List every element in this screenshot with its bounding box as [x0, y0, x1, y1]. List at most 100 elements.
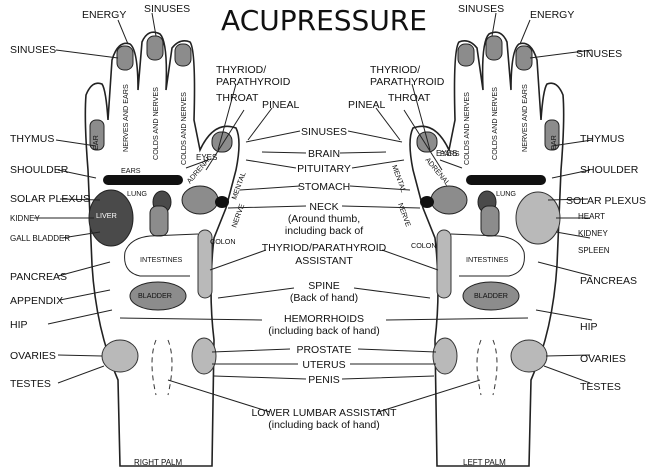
- right-sinus-zone-1: [116, 45, 134, 71]
- left-adrenal-zone: [430, 185, 468, 215]
- l-label-hip: HIP: [580, 321, 598, 333]
- label-sinuses-center: SINUSES: [301, 126, 347, 138]
- r-label-ovaries: OVARIES: [10, 350, 56, 362]
- right-ear-label: EAR: [91, 135, 100, 150]
- left-ear-label: EAR: [549, 135, 558, 150]
- label-stomach: STOMACH: [298, 181, 350, 193]
- right-nerves-ears-label: NERVES AND EARS: [121, 84, 130, 152]
- right-bladder-zone: [129, 281, 187, 311]
- right-palm: EAR NERVES AND EARS COLDS AND NERVES COL…: [84, 31, 248, 467]
- label-pituitary: PITUITARY: [297, 163, 351, 175]
- r-label-solar-plexus: SOLAR PLEXUS: [10, 193, 90, 205]
- l-label-kidney: KIDNEY: [578, 229, 608, 238]
- left-ear-zone: [544, 119, 560, 151]
- r-label-sinuses-left: SINUSES: [10, 44, 56, 56]
- right-colon-zone: [197, 229, 213, 299]
- label-lower-lumbar-note: (including back of hand): [268, 419, 380, 431]
- left-intestines-label: INTESTINES: [466, 255, 509, 264]
- label-neck-note-2: including back of: [285, 225, 363, 237]
- left-bladder-label: BLADDER: [474, 291, 508, 300]
- right-ovaries-zone: [101, 339, 139, 373]
- left-intestine-outline: [450, 233, 525, 277]
- l-label-thymus: THYMUS: [580, 133, 624, 145]
- l-label-solar-plexus: SOLAR PLEXUS: [566, 195, 646, 207]
- right-nerve-label: NERVE: [229, 202, 246, 228]
- right-prostate-zone: [191, 337, 217, 375]
- left-palm-labels: ENERGY SINUSES SINUSES THYMUS SHOULDER S…: [348, 3, 646, 393]
- right-lung-bar: [103, 175, 183, 185]
- right-ears-label: EARS: [121, 166, 141, 175]
- l-label-thyroid-1: THYRIOD/: [370, 64, 420, 76]
- left-ovaries-zone: [510, 339, 548, 373]
- right-colds-nerves-label-2: COLDS AND NERVES: [179, 92, 188, 165]
- left-colds-nerves-label-2: COLDS AND NERVES: [462, 92, 471, 165]
- left-nerves-ears-label: NERVES AND EARS: [520, 84, 529, 152]
- left-spleen-zone: [480, 205, 500, 237]
- left-palm: EAR NERVES AND EARS COLDS AND NERVES COL…: [390, 31, 565, 467]
- left-sinus-zone-2: [485, 35, 503, 61]
- left-bladder-zone: [462, 281, 520, 311]
- label-lower-lumbar: LOWER LUMBAR ASSISTANT: [251, 407, 397, 419]
- l-label-shoulder: SHOULDER: [580, 164, 639, 176]
- right-adrenal-zone: [181, 185, 219, 215]
- label-hemorrhoids: HEMORRHOIDS: [284, 313, 364, 325]
- l-label-heart: HEART: [578, 212, 605, 221]
- center-leader-lines: [119, 130, 529, 413]
- label-neck-note-1: (Around thumb,: [288, 213, 360, 225]
- label-uterus: UTERUS: [302, 359, 345, 371]
- left-sinus-zone-1: [515, 45, 533, 71]
- center-labels: SINUSES BRAIN PITUITARY STOMACH NECK (Ar…: [251, 126, 397, 431]
- r-label-hip: HIP: [10, 319, 28, 331]
- diagram-title: ACUPRESSURE: [221, 4, 427, 37]
- right-liver-label: LIVER: [96, 211, 117, 220]
- right-sinus-zone-3: [174, 43, 192, 67]
- left-colon-label: COLON: [411, 241, 437, 250]
- l-label-pancreas: PANCREAS: [580, 275, 637, 287]
- left-lung-label: LUNG: [496, 189, 516, 198]
- left-lumbar-dash: [476, 339, 498, 396]
- l-label-thyroid-2: PARATHYROID: [370, 76, 445, 88]
- r-label-testes: TESTES: [10, 378, 51, 390]
- label-hemorrhoids-note: (including back of hand): [268, 325, 380, 337]
- left-nerve-label: NERVE: [396, 202, 413, 228]
- right-lumbar-dash: [151, 339, 173, 396]
- r-label-pancreas: PANCREAS: [10, 271, 67, 283]
- right-colds-nerves-label-1: COLDS AND NERVES: [151, 87, 160, 160]
- r-label-kidney: KIDNEY: [10, 214, 40, 223]
- left-palm-caption: LEFT PALM: [463, 458, 506, 467]
- right-palm-caption: RIGHT PALM: [134, 458, 182, 467]
- left-colon-zone: [436, 229, 452, 299]
- l-label-eyes: EYES: [436, 149, 457, 158]
- r-label-energy: ENERGY: [82, 9, 126, 21]
- l-label-ovaries: OVARIES: [580, 353, 626, 365]
- r-label-appendix: APPENDIX: [10, 295, 63, 307]
- left-colds-nerves-label-1: COLDS AND NERVES: [490, 87, 499, 160]
- label-neck: NECK: [309, 201, 338, 213]
- label-prostate: PROSTATE: [296, 344, 351, 356]
- right-palm-labels: ENERGY SINUSES SINUSES THYMUS SHOULDER S…: [10, 3, 300, 390]
- r-label-pineal: PINEAL: [262, 99, 300, 111]
- r-label-sinuses-top: SINUSES: [144, 3, 190, 15]
- left-sinus-zone-3: [457, 43, 475, 67]
- r-label-eyes: EYES: [196, 153, 217, 162]
- r-label-thymus: THYMUS: [10, 133, 54, 145]
- r-label-gall-bladder: GALL BLADDER: [10, 234, 70, 243]
- l-label-energy: ENERGY: [530, 9, 574, 21]
- left-prostate-zone: [432, 337, 458, 375]
- label-thyroid-assistant: THYRIOD/PARATHYROID: [262, 242, 387, 254]
- l-label-sinuses-top: SINUSES: [458, 3, 504, 15]
- r-label-thyroid-2: PARATHYROID: [216, 76, 291, 88]
- right-colon-label: COLON: [210, 237, 236, 246]
- l-label-sinuses-right: SINUSES: [576, 48, 622, 60]
- right-ear-zone: [89, 119, 105, 151]
- right-gall-zone: [149, 205, 169, 237]
- l-label-testes: TESTES: [580, 381, 621, 393]
- r-label-thyroid-1: THYRIOD/: [216, 64, 266, 76]
- right-intestines-label: INTESTINES: [140, 255, 183, 264]
- l-label-throat: THROAT: [388, 92, 431, 104]
- right-lung-label: LUNG: [127, 189, 147, 198]
- label-penis: PENIS: [308, 374, 340, 386]
- r-label-throat: THROAT: [216, 92, 259, 104]
- l-label-pineal: PINEAL: [348, 99, 386, 111]
